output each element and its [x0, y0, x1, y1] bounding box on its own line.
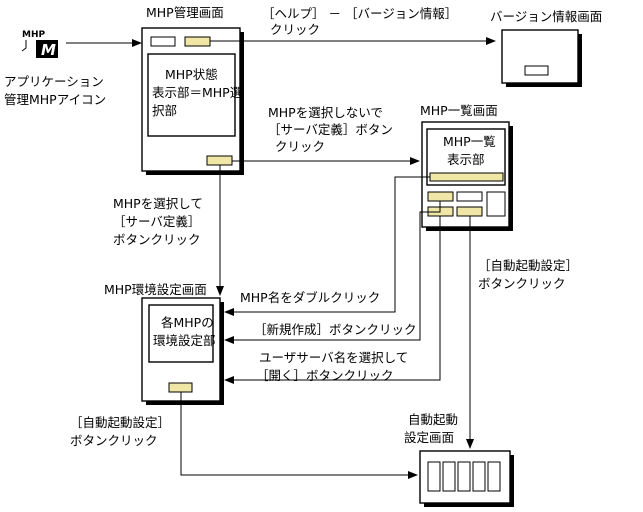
version-ok-button[interactable] — [524, 65, 549, 76]
env-settings-inner-line2: 環境設定部 — [153, 333, 216, 348]
icon-dark-block — [36, 40, 58, 58]
mhp-manager-help-button[interactable] — [184, 36, 211, 47]
env-settings-area[interactable] — [148, 304, 214, 363]
env-settings-inner-line1: 各MHPの — [161, 315, 214, 330]
new-create-label: ［新規作成］ボタンクリック — [254, 322, 417, 337]
double-click-label: MHP名をダブルクリック — [240, 290, 380, 305]
auto-start-slot-2[interactable] — [442, 461, 456, 492]
icon-small-glyph: MHP — [22, 30, 45, 40]
mhp-manager-server-define-button[interactable] — [206, 155, 233, 166]
arrow-icon-to-manager — [66, 39, 142, 47]
mhp-list-close-button[interactable] — [486, 191, 506, 217]
open-user-label-2: ［開く］ボタンクリック — [256, 368, 394, 383]
mhp-status-line3: 択部 — [152, 103, 177, 118]
auto-start-title-line2: 設定画面 — [404, 430, 454, 445]
mhp-list-window: MHP一覧 表示部 — [421, 121, 513, 231]
select-label-3: ボタンクリック — [113, 232, 201, 247]
icon-label-line1: アプリケーション — [4, 74, 104, 89]
auto-start-list-label-1: ［自動起動設定］ — [478, 258, 578, 273]
auto-start-env-label-1: ［自動起動設定］ — [70, 415, 170, 430]
mhp-list-button-2[interactable] — [456, 191, 483, 202]
auto-start-slot-5[interactable] — [487, 461, 501, 492]
env-settings-window: 各MHPの 環境設定部 — [141, 297, 224, 405]
auto-start-slot-4[interactable] — [472, 461, 486, 492]
auto-start-list-label-2: ボタンクリック — [478, 276, 566, 291]
select-label-2: ［サーバ定義］ — [113, 214, 200, 229]
mhp-list-title: MHP一覧画面 — [420, 103, 498, 118]
env-settings-title: MHP環境設定画面 — [104, 282, 207, 297]
mhp-list-selected-row[interactable] — [429, 172, 504, 182]
mhp-list-new-button[interactable] — [427, 191, 454, 202]
mhp-manager-window: MHP状態 表示部＝MHP選 択部 — [141, 27, 244, 175]
mhp-list-inner-line2: 表示部 — [447, 152, 485, 167]
no-select-label-1: MHPを選択しないで — [268, 105, 383, 120]
auto-start-env-label-2: ボタンクリック — [70, 433, 158, 448]
auto-start-slot-3[interactable] — [457, 461, 471, 492]
version-window — [501, 29, 582, 87]
help-version-label-1: ［ヘルプ］ － ［バージョン情報］ — [262, 6, 457, 21]
version-screen-title: バージョン情報画面 — [490, 9, 602, 24]
mhp-status-display-area[interactable] — [147, 53, 236, 137]
arrow-list-open-to-env — [224, 216, 441, 384]
mhp-list-inner-line1: MHP一覧 — [443, 134, 496, 149]
mhp-app-icon[interactable]: MHP M — [21, 30, 58, 59]
mhp-manager-menu-button[interactable] — [150, 36, 176, 47]
select-label-1: MHPを選択して — [113, 196, 203, 211]
auto-start-title-line1: 自動起動 — [408, 412, 458, 427]
mhp-list-auto-start-button[interactable] — [456, 206, 483, 217]
no-select-label-2: ［サーバ定義］ボタン — [268, 122, 393, 137]
mhp-status-line1: MHP状態 — [165, 67, 218, 82]
icon-large-glyph: M — [41, 41, 56, 59]
arrow-list-new-to-env — [224, 201, 441, 344]
arrow-list-to-auto-start — [466, 216, 474, 449]
arrow-env-to-auto-start — [180, 392, 418, 479]
help-version-label-2: クリック — [270, 22, 320, 37]
icon-label-line2: 管理MHPアイコン — [4, 92, 106, 107]
icon-hook-mark — [21, 40, 27, 52]
arrow-manager-to-env — [216, 165, 224, 296]
env-settings-auto-start-button[interactable] — [168, 382, 193, 393]
auto-start-slot-1[interactable] — [427, 461, 441, 492]
arrow-manager-to-list — [232, 157, 420, 165]
mhp-status-line2: 表示部＝MHP選 — [152, 85, 243, 100]
no-select-label-3: クリック — [275, 139, 325, 154]
arrow-list-doubleclick-to-env — [224, 176, 430, 316]
open-user-label-1: ユーザサーバ名を選択して — [259, 350, 408, 365]
auto-start-window — [419, 450, 514, 507]
arrow-manager-to-version — [210, 37, 496, 45]
mhp-manager-title: MHP管理画面 — [146, 5, 224, 20]
